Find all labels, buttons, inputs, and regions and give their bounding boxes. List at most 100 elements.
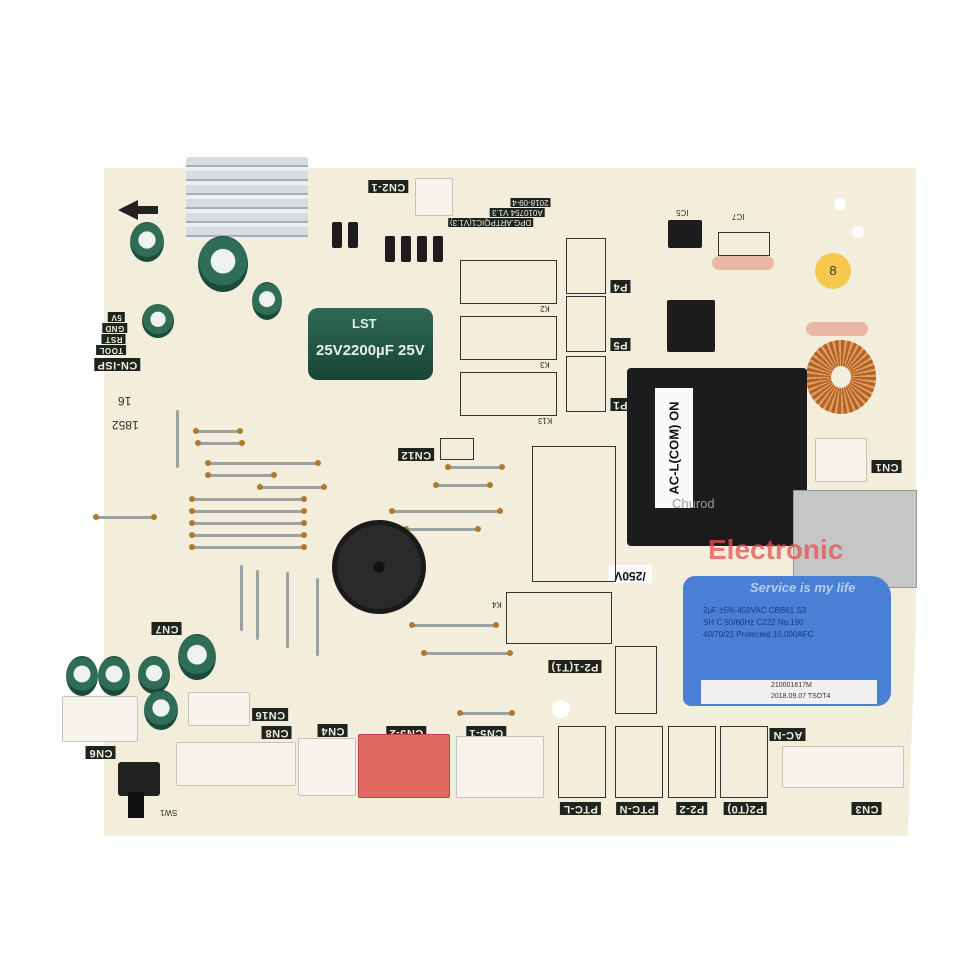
connector-cn1[interactable]: [815, 438, 867, 482]
mounting-hole: [552, 700, 570, 718]
relay-k13: [460, 372, 557, 416]
relay-k2: [460, 260, 557, 304]
ptc-n-label: PTC-N: [616, 802, 659, 815]
ic5: [668, 220, 702, 248]
cn16-label: CN16: [252, 708, 289, 721]
jumper-j29: [421, 650, 513, 656]
coil-outline: [532, 446, 616, 582]
date-code: 16: [118, 394, 132, 408]
connector-cn6[interactable]: [62, 696, 138, 742]
k2-label: K2: [540, 304, 550, 313]
jumper-j36: [193, 428, 243, 434]
jumper-j20: [403, 526, 481, 532]
connector-cn4[interactable]: [298, 738, 356, 796]
electrolytic-capacitor: [198, 236, 248, 292]
connector-cn12[interactable]: [440, 438, 474, 460]
terminal-p2-t0[interactable]: [720, 726, 768, 798]
p4-label: P4: [610, 280, 631, 293]
terminal-p4[interactable]: [566, 238, 606, 294]
ic5-label: IC5: [676, 208, 689, 217]
electrolytic-capacitor: [66, 656, 98, 696]
jumper-j31: [93, 514, 157, 520]
connector-cn5-2[interactable]: [358, 734, 450, 798]
jumper-j2: [316, 578, 319, 656]
p2-t0-label: P2(T0): [724, 802, 767, 815]
toroidal-inductor: [806, 340, 876, 414]
terminal-ptc-n[interactable]: [615, 726, 663, 798]
cn8-label: CN8: [262, 726, 292, 739]
jumper-j11: [257, 484, 327, 490]
cn4-label: CN4: [318, 724, 348, 737]
isp-pin-label: TOOL: [96, 345, 127, 355]
jumper-j16: [189, 520, 307, 526]
relay-tag: AC-L(COM) ON: [655, 388, 693, 508]
connector-cn5-1[interactable]: [456, 736, 544, 798]
jumper-j17: [286, 572, 289, 648]
diode: [385, 236, 395, 262]
electrolytic-capacitor: [138, 656, 170, 694]
connector-cn16[interactable]: [188, 692, 250, 726]
p2-1-label: P2-1(T1): [548, 660, 602, 673]
cap-spec-line: 2µF ±5% 450VAC CBB61 S3: [703, 606, 807, 615]
relay-k3: [460, 316, 557, 360]
date-label: 2018-09-4: [510, 198, 551, 207]
electrolytic-capacitor: [252, 282, 282, 320]
jumper-j26: [205, 472, 277, 478]
watermark-sub: Service is my life: [750, 580, 856, 595]
jumper-j30: [409, 622, 499, 628]
resistor: [712, 256, 774, 270]
jumper-j5: [445, 464, 505, 470]
connector-cn3[interactable]: [782, 746, 904, 788]
sticker-line: 210001617M: [771, 682, 812, 689]
jumper-j14: [189, 544, 307, 550]
watermark: Electronic: [708, 534, 844, 565]
cn7-label: CN7: [152, 622, 182, 635]
cap-rating: 25V2200µF 25V: [316, 342, 425, 359]
electrolytic-capacitor: [130, 222, 164, 262]
diode: [433, 236, 443, 262]
model-label: DPG.ARTPQIC1(V1.3): [448, 218, 534, 227]
jumper-j13: [189, 508, 307, 514]
jumper-j15: [189, 532, 307, 538]
isp-pin-label: RST: [102, 334, 126, 344]
voltage-regulator: [667, 300, 715, 352]
p5-label: P5: [610, 338, 631, 351]
terminal-p1-health[interactable]: [566, 356, 606, 412]
cn-isp-label: CN-ISP: [94, 358, 141, 371]
diode: [401, 236, 411, 262]
run-capacitor: 2µF ±5% 450VAC CBB61 S3 SH C 50/60Hz C22…: [683, 576, 891, 706]
cn6-label: CN6: [86, 746, 116, 759]
isp-pin-label: GND: [102, 323, 128, 333]
sw1-label: SW1: [160, 808, 178, 817]
reset-switch-sw1[interactable]: [118, 762, 160, 818]
terminal-p2-1[interactable]: [615, 646, 657, 714]
ac-n-label: AC-N: [770, 728, 806, 741]
connector-cn2[interactable]: [415, 178, 453, 216]
connector-cn8[interactable]: [176, 742, 296, 786]
cn2-1-label: CN2-1: [368, 180, 409, 193]
p2-2-label: P2-2: [676, 802, 708, 815]
diode: [332, 222, 342, 248]
diode: [348, 222, 358, 248]
terminal-p5[interactable]: [566, 296, 606, 352]
terminal-p2-2[interactable]: [668, 726, 716, 798]
arrow-marker-icon: [118, 200, 158, 220]
mounting-hole: [852, 226, 864, 238]
jumper-j10: [189, 496, 307, 502]
ptc-l-label: PTC-L: [560, 802, 601, 815]
cn12-label: CN12: [398, 448, 435, 461]
jumper-j25: [176, 410, 179, 468]
jumper-j24: [205, 460, 321, 466]
electrolytic-capacitor: [142, 304, 174, 338]
cap-spec-line: SH C 50/60Hz C222 No.190: [703, 618, 804, 627]
resistor: [806, 322, 868, 336]
k3-label: K3: [540, 360, 550, 369]
electrolytic-capacitor: [144, 690, 178, 730]
heatsink: [186, 157, 308, 239]
electrolytic-capacitor: [178, 634, 216, 680]
jumper-j6: [457, 710, 515, 716]
mounting-hole: [834, 198, 846, 210]
sticker-line: 2018.09.07 TSOT4: [771, 693, 831, 700]
terminal-ptc-l[interactable]: [558, 726, 606, 798]
relay-k4: [506, 592, 612, 644]
